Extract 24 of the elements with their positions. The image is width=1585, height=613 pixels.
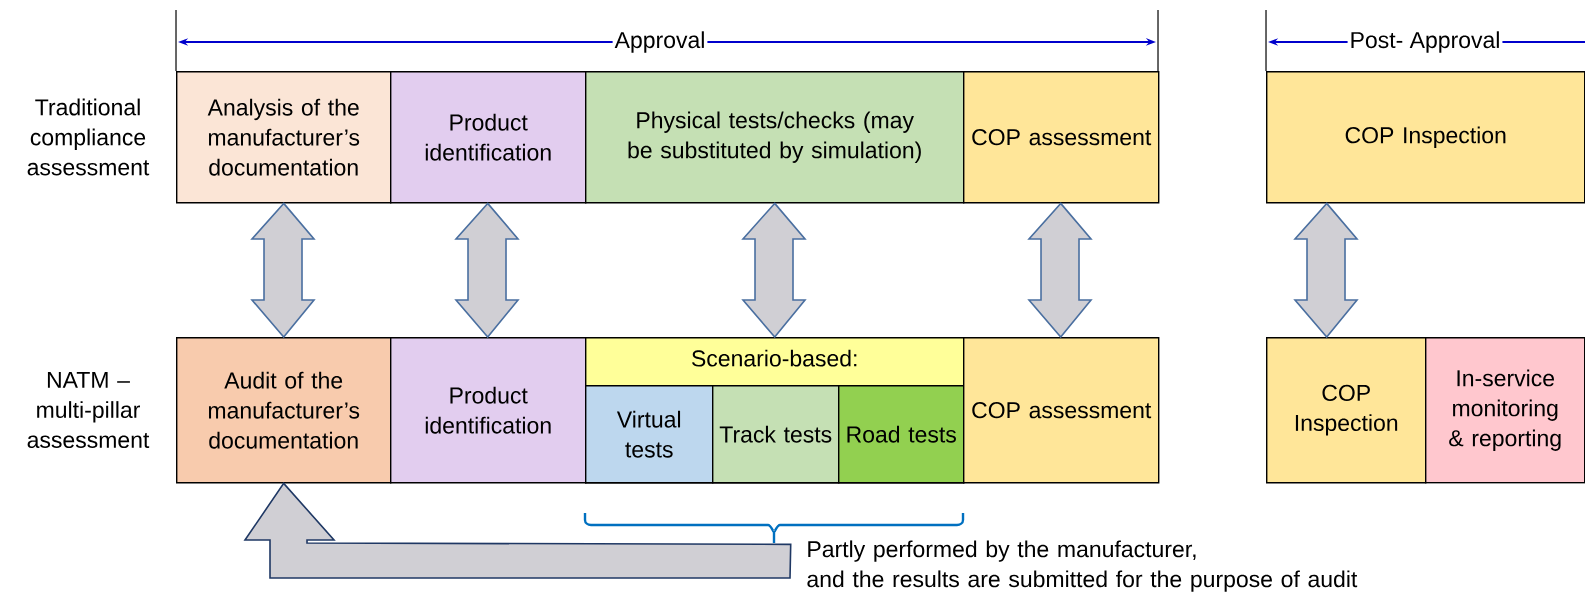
stage-box: COP Inspection — [1266, 337, 1427, 484]
double-block-arrow — [250, 202, 316, 339]
stage-box: COP assessment — [963, 337, 1160, 484]
test-box: Track tests — [712, 385, 840, 484]
stage-box: Product identification — [390, 71, 587, 204]
double-block-arrow — [454, 202, 520, 339]
stage-box: Analysis of the manufacturer’s documentation — [176, 71, 392, 204]
test-box: Virtual tests — [585, 385, 714, 484]
stage-box: Product identification — [390, 337, 587, 484]
stage-box: Physical tests/checks (may be substituted by simulation) — [585, 71, 965, 204]
dimension-label: Approval — [612, 29, 708, 55]
note-text: Partly performed by the manufacturer, and the results are submitted for the purpose of audit — [807, 540, 1358, 592]
double-block-arrow — [1293, 202, 1359, 339]
block-arrow — [243, 482, 792, 579]
row-label: Traditional compliance assessment — [27, 98, 150, 176]
dimension-label: Post- Approval — [1347, 29, 1503, 55]
double-block-arrow — [1027, 202, 1093, 339]
stage-box: Audit of the manufacturer’s documentation — [176, 337, 392, 484]
test-box: Road tests — [838, 385, 965, 484]
row-label: NATM – multi-pillar assessment — [27, 372, 150, 448]
stage-box: In-service monitoring & reporting — [1425, 337, 1585, 484]
stage-box: COP assessment — [963, 71, 1160, 204]
stage-box: COP Inspection — [1266, 71, 1585, 204]
double-block-arrow — [741, 202, 807, 339]
